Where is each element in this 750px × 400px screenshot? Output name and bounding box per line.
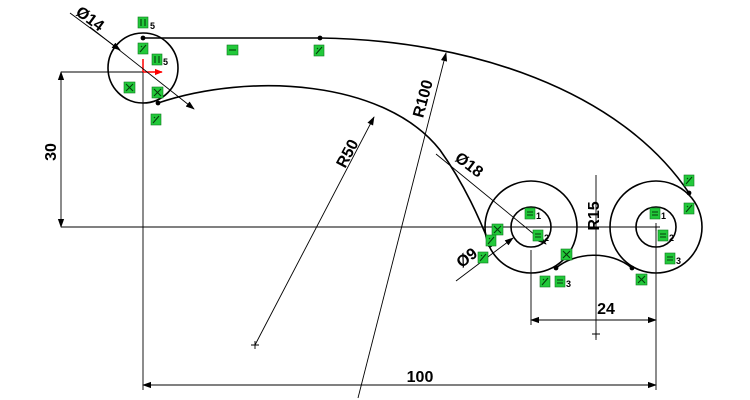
tangent-suffix-a: 5 [150,21,155,31]
fix-icon[interactable] [123,81,136,94]
coincident-icon[interactable] [485,234,497,247]
equal-icon[interactable] [554,275,566,288]
fix-icon[interactable] [635,273,648,286]
coincident-icon[interactable] [150,113,162,126]
tangent-icon[interactable] [151,53,163,66]
coincident-icon[interactable] [477,251,489,264]
dimensions: 30 100 24 R50 R100 R15 Ø14 Ø18 Ø9 [43,4,657,399]
sketch-points [140,35,692,271]
coincident-icon[interactable] [683,174,695,187]
equal-icon[interactable] [649,207,661,220]
fix-icon[interactable] [491,223,504,236]
bottom-arc-r15[interactable] [555,254,633,269]
tangent-suffix-b: 5 [163,57,168,67]
point-top-line-end[interactable] [317,35,323,41]
point-bottom-arc-end[interactable] [629,265,635,271]
equal-suffix-1b: 1 [661,211,666,221]
dim-r15-label[interactable]: R15 [586,201,603,230]
coincident-icon[interactable] [683,202,695,215]
right-center-mark [652,223,660,231]
dim-30-label[interactable]: 30 [43,143,60,161]
equal-icon[interactable] [664,252,676,265]
horizontal-icon[interactable] [226,44,239,56]
dim-24-label[interactable]: 24 [597,301,615,318]
dim-d18-line[interactable] [435,153,547,245]
fix-icon[interactable] [560,248,573,261]
dim-100-label[interactable]: 100 [407,369,434,386]
coincident-icon[interactable] [137,42,149,55]
equal-suffix-3a: 3 [566,279,571,289]
equal-icon[interactable] [524,207,536,220]
equal-suffix-1: 1 [536,211,541,221]
dim-r50-line[interactable] [254,116,375,346]
construction-lines [61,71,660,390]
equal-suffix-2: 2 [544,233,549,243]
geometry [107,32,703,274]
equal-suffix-3b: 3 [676,256,681,266]
dim-r50-label[interactable]: R50 [334,137,363,171]
coincident-icon[interactable] [539,275,551,288]
inner-arc-r50[interactable] [157,85,491,246]
dim-d9-label[interactable]: Ø9 [454,245,481,271]
point-outer-arc-end[interactable] [686,190,692,196]
equal-icon[interactable] [657,229,669,242]
dim-d14-label[interactable]: Ø14 [72,4,107,36]
origin-indicator [142,59,163,76]
r15-center-mark [592,330,600,338]
tangent-icon[interactable] [137,16,149,29]
equal-suffix-2b: 2 [669,233,674,243]
equal-icon[interactable] [532,229,544,242]
coincident-icon[interactable] [313,44,325,57]
point-inner-arc-start[interactable] [155,100,161,106]
dim-d14-leader [69,12,121,51]
point-bottom-arc-start[interactable] [553,265,559,271]
point-top-left[interactable] [140,35,146,41]
relations: 5 5 [123,16,695,289]
outer-arc-r100[interactable] [319,37,690,194]
dim-r100-label[interactable]: R100 [410,78,436,119]
fix-icon[interactable] [151,86,164,99]
dim-r100-line[interactable] [357,52,448,399]
